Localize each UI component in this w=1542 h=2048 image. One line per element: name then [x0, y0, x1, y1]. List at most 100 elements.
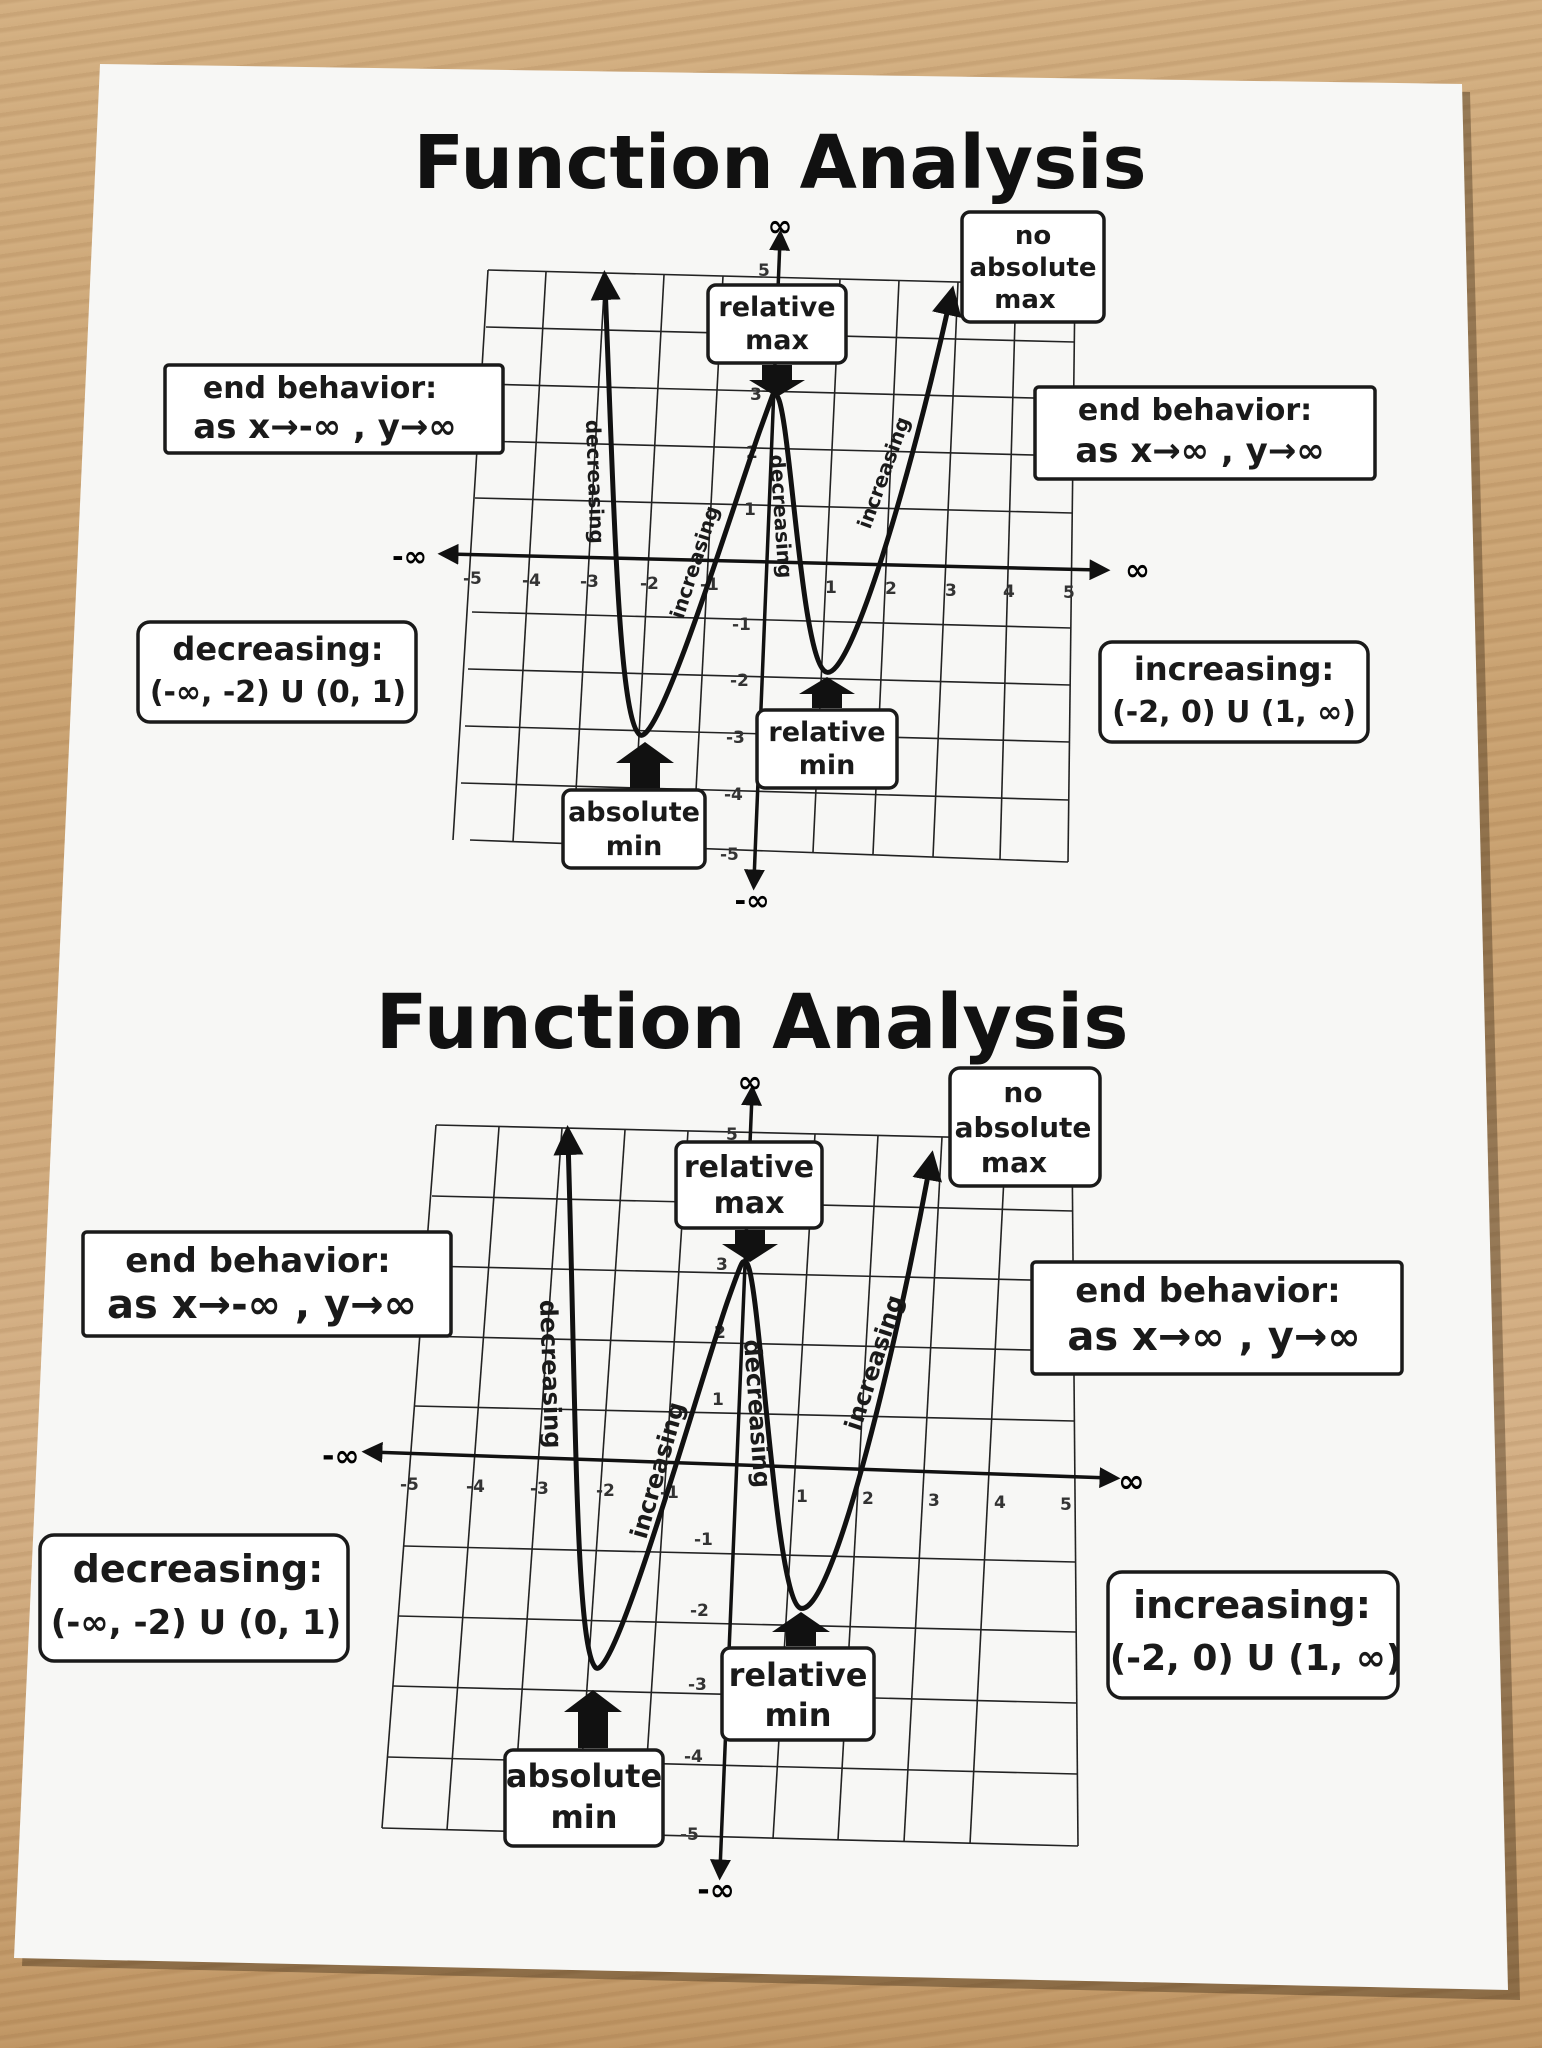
x-tick: 3 — [928, 1491, 940, 1511]
x-neg-infinity: -∞ — [392, 540, 427, 573]
function-curve — [553, 1125, 943, 1671]
no-absolute-max-card: no absolute max — [948, 1066, 1102, 1188]
absolute-min-card: absolute min — [503, 1690, 665, 1848]
svg-text:relative: relative — [684, 1150, 814, 1185]
svg-text:no: no — [1003, 1076, 1042, 1109]
x-tick: -2 — [596, 1481, 615, 1501]
y-pos-infinity: ∞ — [768, 209, 793, 244]
end-behavior-right-card: end behavior: as x→∞ , y→∞ — [1033, 385, 1377, 481]
x-tick: -4 — [522, 571, 541, 591]
y-tick: 2 — [714, 1323, 726, 1343]
end-behavior-left-card: end behavior: as x→-∞ , y→∞ — [81, 1230, 453, 1338]
svg-text:min: min — [799, 750, 856, 781]
relative-min-card: relative min — [720, 1612, 876, 1742]
x-tick: -2 — [640, 574, 659, 594]
svg-text:min: min — [606, 831, 663, 862]
y-tick: 3 — [750, 385, 762, 405]
svg-text:end behavior:: end behavior: — [125, 1241, 391, 1281]
panel-title: Function Analysis — [413, 120, 1146, 206]
y-tick: -1 — [732, 615, 751, 635]
svg-text:(-2, 0) U (1, ∞): (-2, 0) U (1, ∞) — [1110, 1638, 1403, 1679]
svg-text:min: min — [764, 1696, 831, 1734]
svg-text:as x→∞ , y→∞: as x→∞ , y→∞ — [1075, 431, 1324, 471]
x-tick: -4 — [466, 1477, 485, 1497]
svg-text:min: min — [550, 1798, 617, 1836]
decreasing-interval-card: decreasing: (-∞, -2) U (0, 1) — [38, 1533, 350, 1663]
increasing-interval-card: increasing: (-2, 0) U (1, ∞) — [1098, 640, 1370, 744]
label-decreasing-left: decreasing — [581, 419, 609, 544]
relative-min-card: relative min — [755, 677, 899, 790]
svg-text:relative: relative — [768, 717, 885, 748]
x-tick: 4 — [1003, 582, 1015, 602]
y-tick: -1 — [694, 1530, 713, 1550]
x-tick: -5 — [400, 1475, 419, 1495]
y-tick: -5 — [720, 845, 739, 865]
x-tick: 1 — [825, 578, 837, 598]
svg-text:absolute: absolute — [568, 797, 700, 828]
x-tick: 5 — [1063, 583, 1075, 603]
y-tick: 1 — [712, 1390, 724, 1410]
y-tick: -3 — [726, 728, 745, 748]
label-decreasing-left: decreasing — [534, 1299, 567, 1449]
svg-text:max: max — [994, 285, 1056, 315]
y-neg-infinity: -∞ — [697, 1873, 734, 1908]
svg-text:absolute: absolute — [955, 1111, 1092, 1144]
absolute-min-card: absolute min — [561, 742, 707, 870]
svg-text:no: no — [1015, 221, 1051, 251]
x-tick: 4 — [994, 1493, 1006, 1513]
y-tick: -5 — [680, 1825, 699, 1845]
svg-text:increasing:: increasing: — [1134, 650, 1334, 688]
x-tick: 2 — [862, 1489, 874, 1509]
paper — [14, 64, 1508, 1990]
no-absolute-max-card: no absolute max — [960, 210, 1106, 324]
end-behavior-left-card: end behavior: as x→-∞ , y→∞ — [163, 363, 505, 455]
y-tick: -4 — [724, 785, 743, 805]
svg-text:(-∞, -2) U (0, 1): (-∞, -2) U (0, 1) — [51, 1603, 341, 1643]
svg-text:decreasing:: decreasing: — [73, 1547, 324, 1591]
svg-text:decreasing:: decreasing: — [172, 630, 383, 668]
relative-max-card: relative max — [706, 283, 848, 397]
svg-text:max: max — [745, 325, 809, 356]
x-tick: -5 — [463, 569, 482, 589]
y-tick: -2 — [690, 1601, 709, 1621]
svg-text:(-2, 0) U (1, ∞): (-2, 0) U (1, ∞) — [1112, 695, 1356, 730]
y-tick: 1 — [744, 500, 756, 520]
relative-max-card: relative max — [674, 1140, 824, 1262]
svg-text:relative: relative — [718, 292, 835, 323]
y-tick: -2 — [730, 671, 749, 691]
svg-text:max: max — [981, 1146, 1047, 1179]
x-tick-labels: -5 -4 -3 -2 -1 1 2 3 4 5 — [400, 1475, 1072, 1515]
svg-text:as x→-∞ , y→∞: as x→-∞ , y→∞ — [107, 1282, 417, 1328]
x-tick: 1 — [796, 1487, 808, 1507]
svg-text:end behavior:: end behavior: — [1075, 1271, 1341, 1311]
svg-text:increasing:: increasing: — [1133, 1583, 1371, 1627]
x-tick: 3 — [945, 581, 957, 601]
x-tick-labels: -5 -4 -3 -2 -1 1 2 3 4 5 — [463, 569, 1075, 603]
svg-text:absolute: absolute — [506, 1757, 662, 1795]
y-pos-infinity: ∞ — [738, 1065, 763, 1100]
y-tick: -3 — [688, 1675, 707, 1695]
svg-text:max: max — [714, 1186, 785, 1221]
y-neg-infinity: -∞ — [735, 884, 770, 917]
svg-text:absolute: absolute — [970, 253, 1097, 283]
end-behavior-right-card: end behavior: as x→∞ , y→∞ — [1030, 1260, 1404, 1376]
y-tick: 5 — [758, 261, 770, 281]
x-tick: -3 — [530, 1479, 549, 1499]
decreasing-interval-card: decreasing: (-∞, -2) U (0, 1) — [136, 620, 418, 724]
x-neg-infinity: -∞ — [322, 1439, 359, 1474]
x-pos-infinity: ∞ — [1118, 1462, 1145, 1500]
increasing-interval-card: increasing: (-2, 0) U (1, ∞) — [1106, 1570, 1403, 1700]
svg-text:as x→∞ , y→∞: as x→∞ , y→∞ — [1067, 1314, 1360, 1360]
panel-title: Function Analysis — [376, 977, 1129, 1066]
svg-text:end behavior:: end behavior: — [203, 371, 437, 406]
x-tick: 2 — [885, 579, 897, 599]
svg-text:relative: relative — [729, 1656, 868, 1694]
y-tick: -4 — [684, 1747, 703, 1767]
svg-text:(-∞, -2) U (0, 1): (-∞, -2) U (0, 1) — [150, 675, 406, 710]
svg-text:end behavior:: end behavior: — [1078, 393, 1312, 428]
x-pos-infinity: ∞ — [1125, 553, 1150, 588]
y-tick: 3 — [716, 1255, 728, 1275]
x-tick: 5 — [1060, 1495, 1072, 1515]
x-tick: -3 — [580, 572, 599, 592]
